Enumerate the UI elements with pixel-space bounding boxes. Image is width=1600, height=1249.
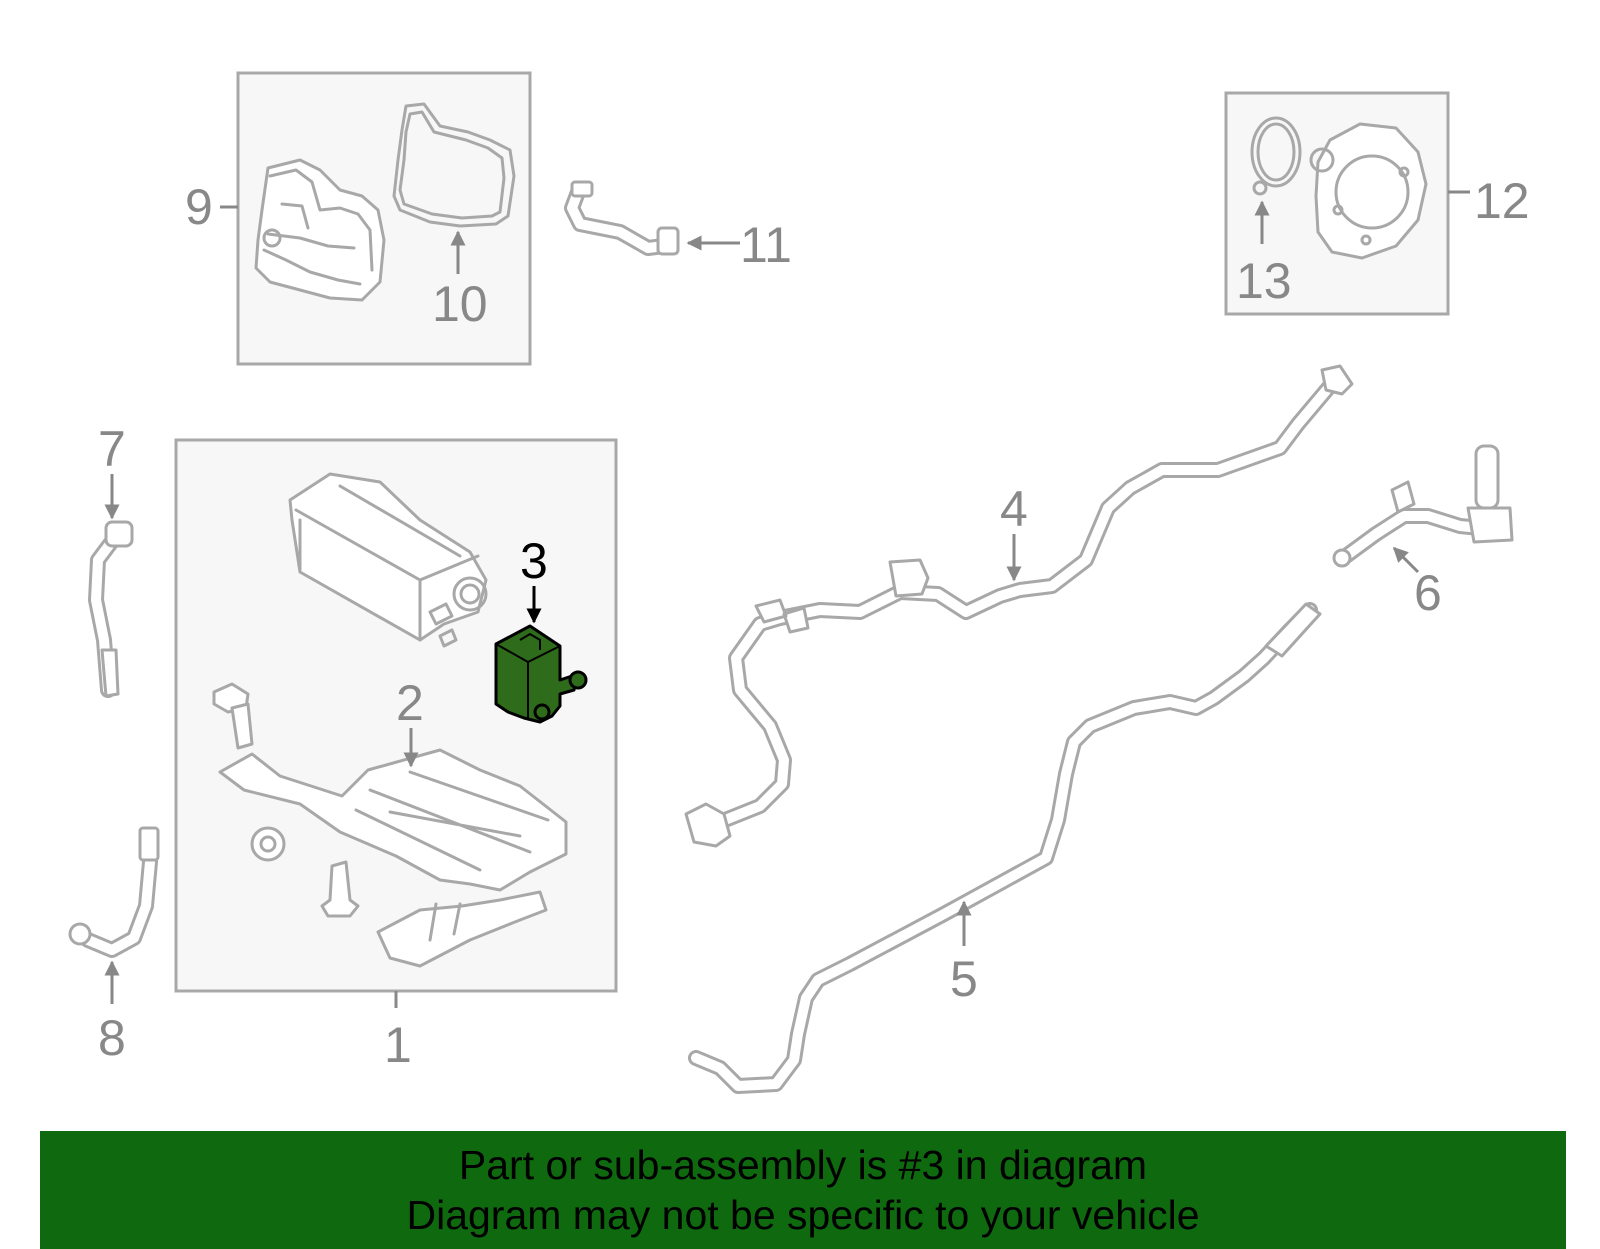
part-8-sensor[interactable] <box>68 826 160 958</box>
part-11-hose[interactable] <box>564 180 680 256</box>
callout-11: 11 <box>740 217 792 273</box>
group-box-9-10: 9 10 <box>185 71 532 366</box>
info-banner: Part or sub-assembly is #3 in diagram Di… <box>40 1131 1566 1249</box>
callout-2: 2 <box>396 675 424 731</box>
group-box-12-13: 13 12 <box>1224 91 1530 316</box>
part-2-bracket[interactable] <box>218 748 568 968</box>
part-12-vacuum-pump[interactable] <box>1309 122 1428 260</box>
part-9-valve-cover[interactable] <box>254 158 386 302</box>
part-5-tube[interactable] <box>688 602 1322 1094</box>
part-6-hose[interactable] <box>1332 444 1514 568</box>
banner-line-1: Part or sub-assembly is #3 in diagram <box>458 1142 1148 1188</box>
part-nut[interactable] <box>250 826 286 862</box>
callout-8: 8 <box>98 1010 126 1066</box>
callout-9: 9 <box>185 179 213 235</box>
callout-6: 6 <box>1414 565 1442 621</box>
part-canister[interactable] <box>288 472 488 648</box>
callout-7: 7 <box>98 421 126 477</box>
callout-10: 10 <box>432 276 488 332</box>
callout-4: 4 <box>1000 481 1028 537</box>
part-7-sensor[interactable] <box>88 520 134 698</box>
callout-13: 13 <box>1236 253 1292 309</box>
banner-line-2: Diagram may not be specific to your vehi… <box>406 1192 1200 1238</box>
part-4-tube[interactable] <box>684 364 1354 848</box>
part-3-vent-solenoid[interactable] <box>494 624 588 724</box>
callout-3: 3 <box>520 533 548 589</box>
callout-1: 1 <box>384 1017 412 1073</box>
part-13-o-ring[interactable] <box>1250 116 1302 196</box>
group-box-1: 3 2 1 <box>174 438 618 1073</box>
part-10-gasket[interactable] <box>392 102 516 228</box>
part-bolt[interactable] <box>212 682 254 750</box>
part-stud[interactable] <box>320 860 360 918</box>
callout-12: 12 <box>1474 173 1530 229</box>
callout-5: 5 <box>950 951 978 1007</box>
parts-diagram: 9 10 11 13 12 <box>68 71 1530 1094</box>
